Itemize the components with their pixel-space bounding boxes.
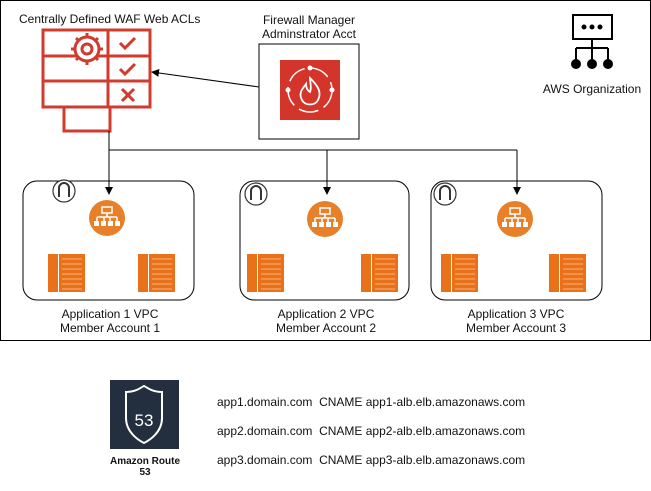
vpc-2-box [239, 180, 410, 301]
vpc-3-ec2-icon-right [548, 253, 587, 293]
dns-record-1: app1.domain.com CNAME app1-alb.elb.amazo… [217, 395, 525, 409]
vpc-1-label-line2: Member Account 1 [59, 321, 161, 335]
firewall-manager-label-line2: Adminstrator Acct [261, 27, 357, 41]
vpc-3-label-line2: Member Account 3 [465, 321, 567, 335]
route53-badge-number: 53 [135, 411, 154, 430]
aws-organization-label: AWS Organization [542, 82, 642, 96]
dns-record-type: CNAME [319, 424, 363, 438]
fm-to-waf-arrow [151, 69, 260, 88]
dns-record-type: CNAME [319, 453, 363, 467]
dns-record-target: app1-alb.elb.amazonaws.com [365, 395, 526, 409]
waf-acl-icon [41, 28, 152, 133]
vpc-1-ec2-icon-left [47, 253, 86, 293]
vpc-3-alb-icon [496, 200, 534, 238]
vpc-2-label-line2: Member Account 2 [275, 321, 377, 335]
vpc-1-label-line1: Application 1 VPC [61, 307, 159, 321]
vpc-3-ec2-icon-left [440, 253, 479, 293]
vpc-3-label-line1: Application 3 VPC [467, 307, 565, 321]
dns-record-type: CNAME [319, 395, 363, 409]
waf-distribution-lines [105, 131, 521, 195]
route53-label-line1: Amazon Route [110, 456, 180, 467]
vpc-3-box [430, 180, 603, 301]
vpc-2-label-line1: Application 2 VPC [277, 307, 375, 321]
vpc-1-icon [52, 179, 76, 203]
dns-record-3: app3.domain.com CNAME app3-alb.elb.amazo… [217, 453, 525, 467]
vpc-1-ec2-icon-right [137, 253, 176, 293]
dns-record-host: app1.domain.com [217, 395, 313, 409]
firewall-manager-icon [280, 60, 340, 120]
waf-title: Centrally Defined WAF Web ACLs [19, 12, 201, 26]
dns-record-host: app3.domain.com [217, 453, 313, 467]
vpc-2-ec2-icon-right [360, 253, 399, 293]
vpc-2-alb-icon [306, 200, 344, 238]
route53-icon: 53 [110, 380, 179, 449]
vpc-2-ec2-icon-left [246, 253, 285, 293]
vpc-2-icon [244, 182, 268, 206]
aws-organization-icon [571, 14, 613, 69]
dns-record-host: app2.domain.com [217, 424, 313, 438]
vpc-3-icon [433, 182, 457, 206]
firewall-manager-label-line1: Firewall Manager [262, 13, 356, 27]
vpc-1-alb-icon [88, 199, 126, 237]
dns-record-target: app2-alb.elb.amazonaws.com [365, 424, 526, 438]
vpc-1-box [22, 180, 195, 301]
dns-record-2: app2.domain.com CNAME app2-alb.elb.amazo… [217, 424, 525, 438]
dns-record-target: app3-alb.elb.amazonaws.com [365, 453, 526, 467]
route53-label-line2: 53 [139, 467, 151, 478]
